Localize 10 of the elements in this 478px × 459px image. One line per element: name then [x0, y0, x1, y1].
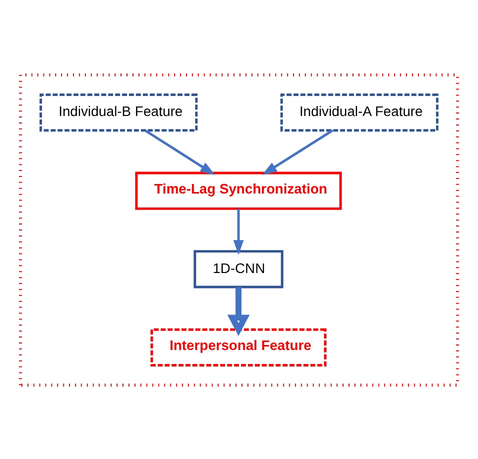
node-box: Individual-B Feature: [40, 92, 198, 132]
arrow: [262, 128, 334, 174]
cluster: [18, 72, 460, 386]
arrow: [233, 208, 244, 255]
arrow: [227, 286, 250, 336]
node-box: Interpersonal Feature: [150, 328, 326, 366]
arrow: [144, 128, 216, 174]
node-box: Time-Lag Synchronization: [135, 171, 342, 210]
node-box: Individual-A Feature: [280, 92, 438, 132]
node-box: 1D-CNN: [194, 250, 284, 288]
